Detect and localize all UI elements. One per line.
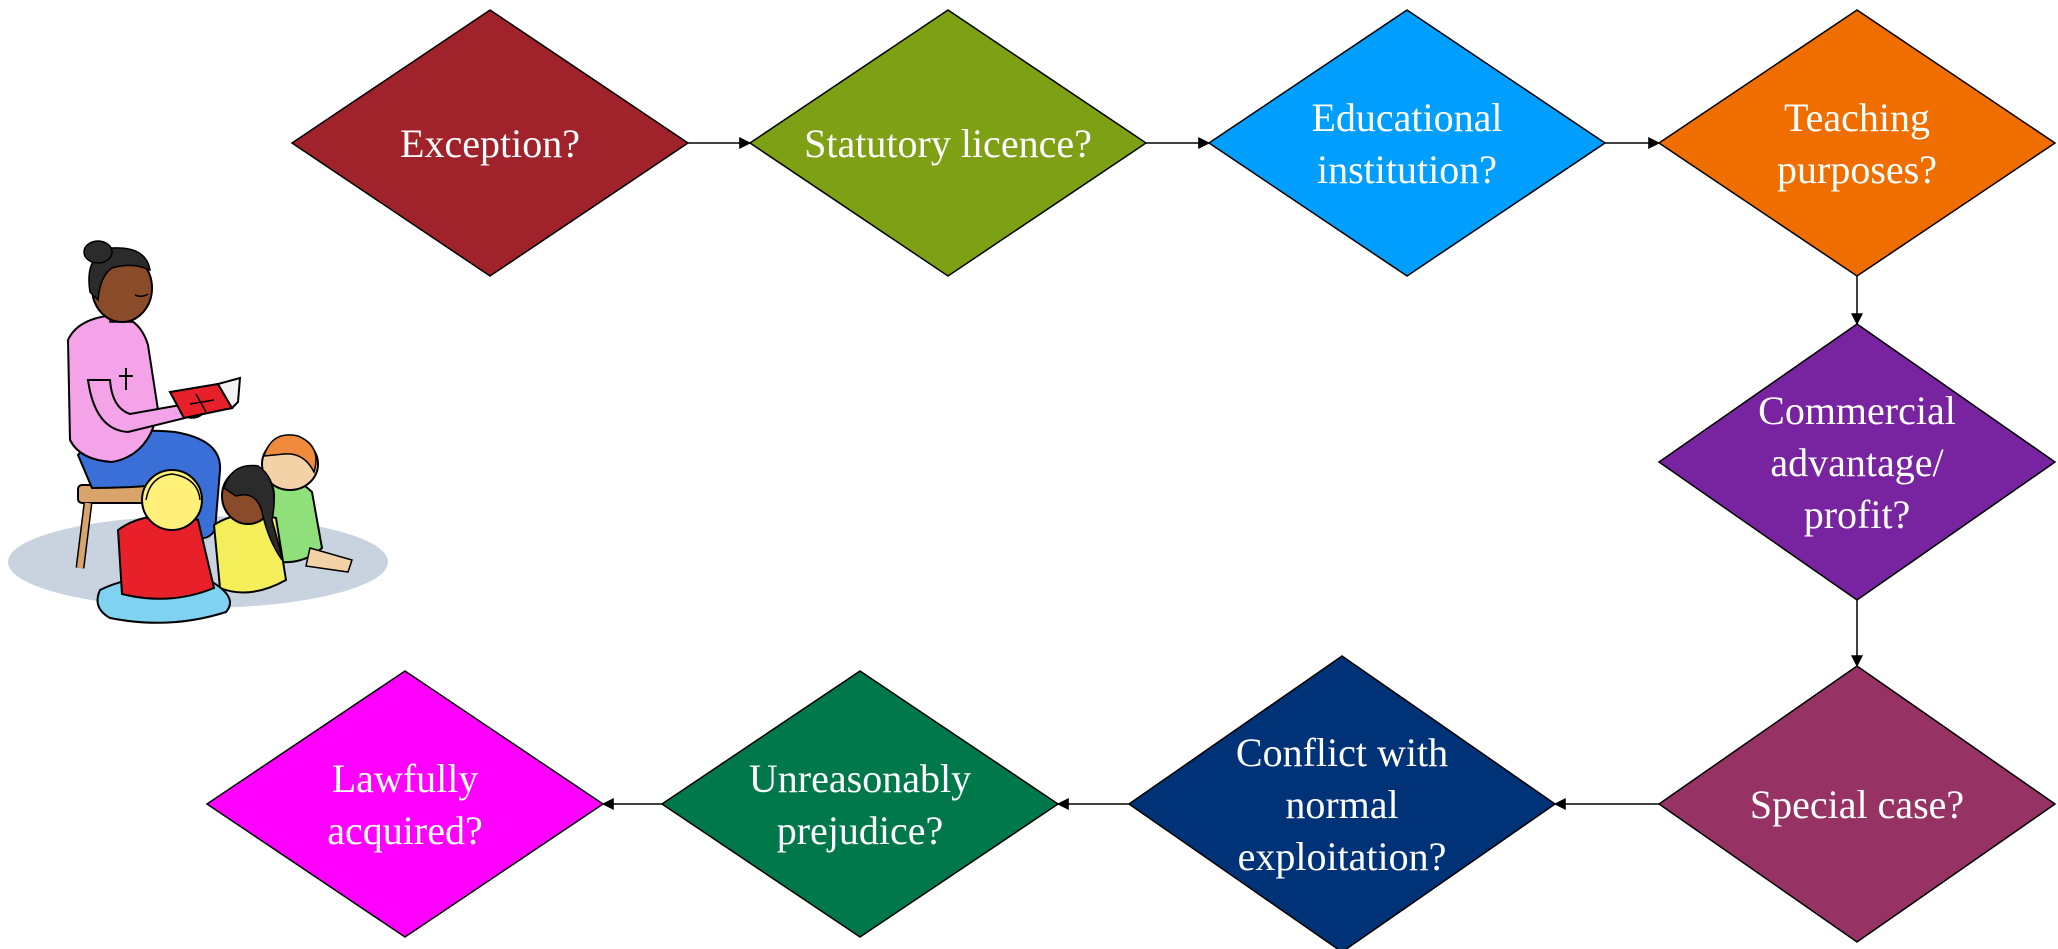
flowchart-nodes: Exception? Statutory licence? Educational i…: [205, 9, 2057, 949]
decision-label: Statutory licence?: [804, 121, 1092, 166]
decision-label: Teaching purposes?: [1777, 95, 1937, 192]
decision-label-line: purposes?: [1777, 147, 1937, 192]
decision-label-line: Unreasonably: [749, 756, 971, 801]
decision-node-statutory-licence: Statutory licence?: [748, 9, 1148, 277]
decision-diamond: [1657, 323, 2057, 601]
decision-diamond: [660, 670, 1060, 938]
decision-diamond: [748, 9, 1148, 277]
decision-label: Conflict with normal exploitation?: [1236, 730, 1448, 879]
decision-node-lawfully-acquired: Lawfully acquired?: [205, 670, 605, 938]
decision-label-line: Exception?: [400, 121, 580, 166]
decision-diamond: [1657, 665, 2057, 943]
decision-label: Unreasonably prejudice?: [749, 756, 971, 853]
decision-label: Educational institution?: [1311, 95, 1502, 192]
decision-label-line: prejudice?: [777, 808, 944, 853]
decision-label-line: exploitation?: [1238, 834, 1447, 879]
decision-label: Commercial advantage/profit?: [1758, 388, 1956, 537]
decision-label-line: Commercial: [1758, 388, 1956, 433]
decision-diamond: [290, 9, 690, 277]
decision-label-line: Statutory licence?: [804, 121, 1092, 166]
flowchart-edges: [601, 137, 1863, 810]
decision-label-line: advantage/: [1770, 440, 1944, 485]
decision-label-line: Conflict with: [1236, 730, 1448, 775]
decision-label-line: Special case?: [1750, 782, 1964, 827]
decision-label-line: normal: [1285, 782, 1398, 827]
decision-label-line: acquired?: [327, 808, 482, 853]
teacher-reading-to-children-icon: [8, 240, 388, 624]
decision-node-unreasonably-prejudice: Unreasonably prejudice?: [660, 670, 1060, 938]
decision-node-exception: Exception?: [290, 9, 690, 277]
decision-label-line: Teaching: [1784, 95, 1930, 140]
decision-node-conflict-normal-exploitation: Conflict with normal exploitation?: [1127, 655, 1557, 949]
decision-diamond: [205, 670, 605, 938]
decision-node-educational-institution: Educational institution?: [1207, 9, 1607, 277]
decision-node-teaching-purposes: Teaching purposes?: [1657, 9, 2057, 277]
decision-diamond: [1127, 655, 1557, 949]
decision-label: Lawfully acquired?: [327, 756, 482, 853]
decision-diamond: [1207, 9, 1607, 277]
decision-label-line: profit?: [1804, 492, 1911, 537]
decision-label: Exception?: [400, 121, 580, 166]
decision-node-commercial-advantage: Commercial advantage/profit?: [1657, 323, 2057, 601]
decision-diamond: [1657, 9, 2057, 277]
decision-node-special-case: Special case?: [1657, 665, 2057, 943]
decision-label: Special case?: [1750, 782, 1964, 827]
decision-label-line: institution?: [1317, 147, 1497, 192]
decision-label-line: Educational: [1311, 95, 1502, 140]
decision-label-line: Lawfully: [332, 756, 479, 801]
